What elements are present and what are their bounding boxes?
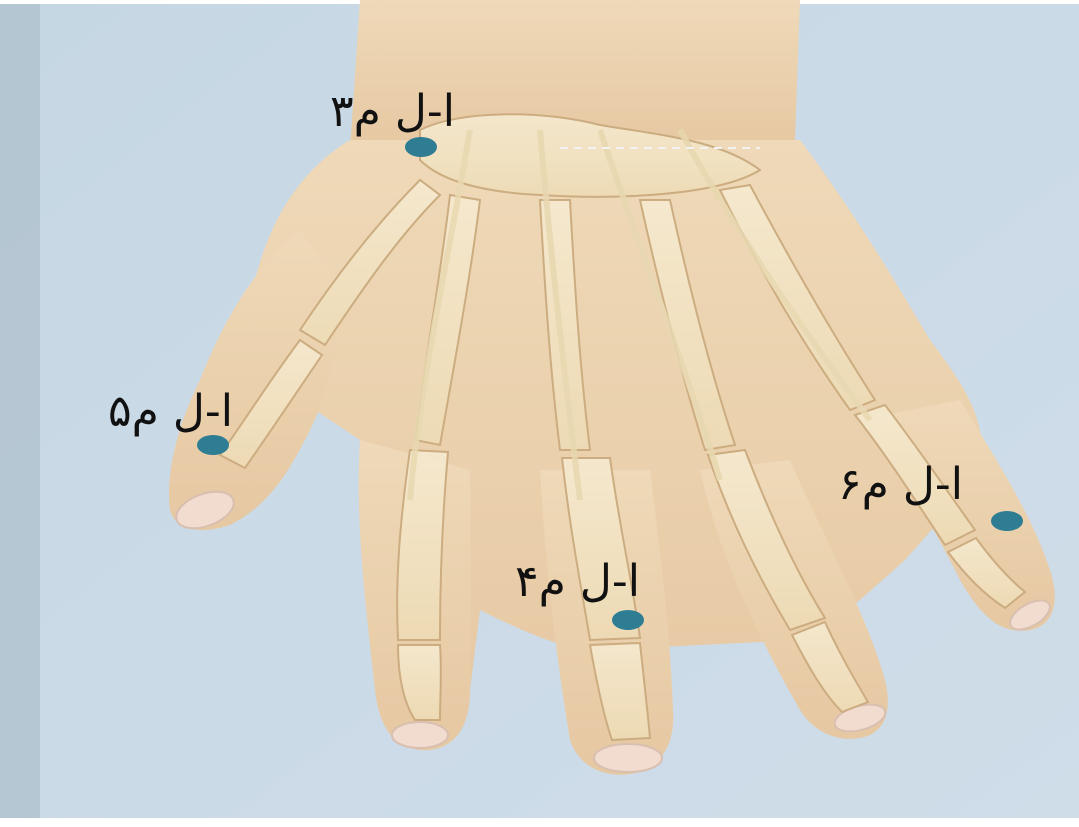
acupoint-marker-5 (197, 435, 229, 455)
bottom-border (0, 818, 1079, 827)
acupoint-label-3: ا-ل م۳ (330, 90, 455, 134)
acupoint-marker-6 (991, 511, 1023, 531)
acupoint-label-6: ا-ل م۶ (838, 463, 963, 507)
acupoint-marker-3 (405, 137, 437, 157)
acupoint-label-4: ا-ل م۴ (515, 560, 640, 604)
acupoint-marker-4 (612, 610, 644, 630)
left-shadow-strip (0, 0, 40, 827)
acupoint-label-5: ا-ل م۵ (108, 390, 233, 434)
